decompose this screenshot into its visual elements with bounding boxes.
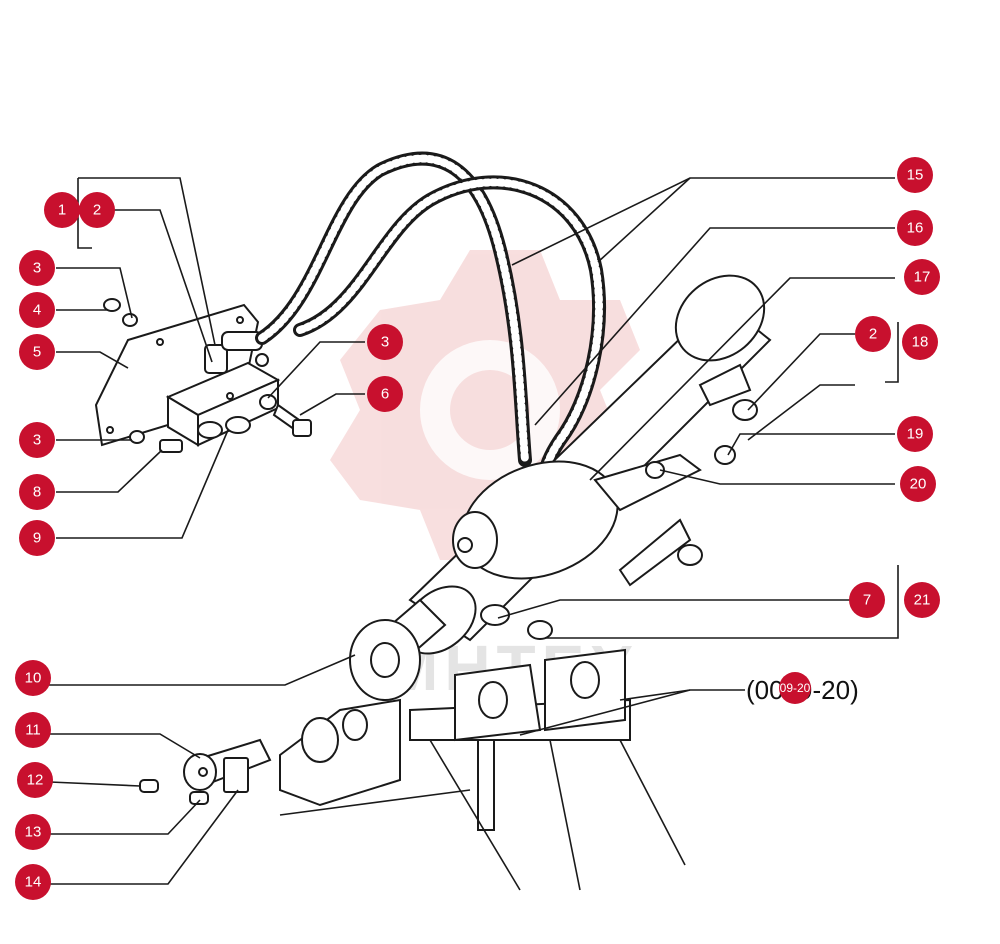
callout-12: 12	[17, 762, 53, 798]
svg-text:12: 12	[27, 772, 44, 789]
callout-4: 4	[19, 292, 55, 328]
callout-16: 16	[897, 210, 933, 246]
svg-text:10: 10	[25, 670, 42, 687]
svg-text:21: 21	[914, 592, 931, 609]
svg-text:15: 15	[907, 167, 924, 184]
callout-19: 19	[897, 416, 933, 452]
svg-text:5: 5	[33, 344, 41, 361]
svg-text:17: 17	[914, 269, 931, 286]
svg-text:20: 20	[910, 476, 927, 493]
callout-18: 18	[902, 324, 938, 360]
svg-text:18: 18	[912, 334, 929, 351]
callout-14: 14	[15, 864, 51, 900]
callout-3: 3	[19, 250, 55, 286]
svg-text:16: 16	[907, 220, 924, 237]
callout-2: 2	[855, 316, 891, 352]
svg-text:19: 19	[907, 426, 924, 443]
svg-text:14: 14	[25, 874, 42, 891]
svg-text:6: 6	[381, 386, 389, 403]
svg-text:7: 7	[863, 592, 871, 609]
svg-text:9: 9	[33, 530, 41, 547]
rod-eye	[349, 619, 421, 701]
callout-2: 2	[79, 192, 115, 228]
svg-text:8: 8	[33, 484, 41, 501]
frame-structure	[279, 648, 686, 891]
callout-11: 11	[15, 712, 51, 748]
callout-20: 20	[900, 466, 936, 502]
callout-1: 1	[44, 192, 80, 228]
callout-10: 10	[15, 660, 51, 696]
callout-8: 8	[19, 474, 55, 510]
callout-21: 21	[904, 582, 940, 618]
svg-text:3: 3	[33, 432, 41, 449]
callout-17: 17	[904, 259, 940, 295]
reference-number: (0009-20) 09-20	[746, 672, 859, 705]
svg-text:2: 2	[869, 326, 877, 343]
callout-3: 3	[367, 324, 403, 360]
svg-text:13: 13	[25, 824, 42, 841]
callout-15: 15	[897, 157, 933, 193]
svg-text:1: 1	[58, 202, 66, 219]
svg-text:11: 11	[25, 722, 41, 739]
svg-text:09-20: 09-20	[780, 681, 811, 695]
fittings-and-bolts	[103, 298, 312, 453]
callout-5: 5	[19, 334, 55, 370]
leader-lines	[46, 177, 899, 885]
callout-13: 13	[15, 814, 51, 850]
pivot-pin	[139, 738, 272, 805]
hydraulic-hoses	[255, 151, 606, 502]
svg-text:4: 4	[33, 302, 41, 319]
svg-text:3: 3	[381, 334, 389, 351]
callout-3: 3	[19, 422, 55, 458]
callout-7: 7	[849, 582, 885, 618]
svg-text:2: 2	[93, 202, 101, 219]
hydraulic-cylinder	[383, 274, 772, 662]
callout-6: 6	[367, 376, 403, 412]
svg-text:3: 3	[33, 260, 41, 277]
callout-9: 9	[19, 520, 55, 556]
